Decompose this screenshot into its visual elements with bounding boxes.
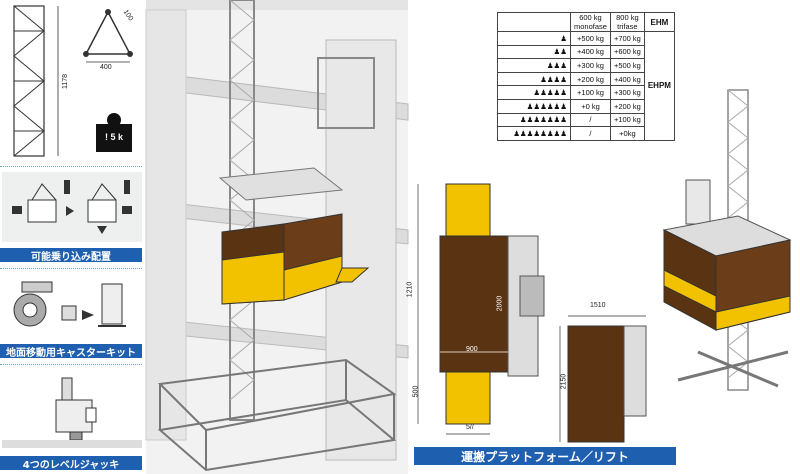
header-800-label: 800 kg: [616, 13, 639, 22]
dim-900: 900: [466, 346, 478, 353]
people-icon: ♟♟♟: [497, 58, 571, 73]
people-icon: ♟♟: [497, 44, 571, 60]
divider: [0, 364, 142, 365]
cell: +400 kg: [570, 44, 611, 60]
header-600-sub: monofase: [574, 22, 607, 31]
table-row: ♟♟♟+300 kg+500 kg: [497, 58, 675, 73]
dim-500: 500: [412, 385, 420, 398]
triangle-top-dim: 400: [100, 64, 112, 71]
cell: +600 kg: [609, 44, 645, 60]
weight-label: ! 5 k: [104, 132, 123, 142]
caption-level-jacks: 4つのレベルジャッキ: [0, 456, 142, 471]
cell: +300 kg: [570, 58, 611, 73]
table-row: ♟♟♟♟♟♟♟/+100 kg: [497, 112, 675, 128]
dim-2000: 2000: [496, 295, 504, 312]
people-icon: ♟♟♟♟♟♟♟: [497, 112, 571, 128]
cell: /: [570, 126, 611, 141]
hoist-3d-illustration: [145, 0, 409, 474]
table-corner: [497, 12, 571, 32]
dim-5: 5//: [466, 424, 474, 431]
cell: +200 kg: [609, 98, 645, 114]
caster-kit-diagram: [13, 281, 126, 327]
people-icon: ♟♟♟♟♟♟: [497, 98, 571, 114]
dim-1210: 1210: [406, 281, 414, 298]
plan-drawing: [417, 183, 647, 443]
mast-section-drawing: [13, 5, 59, 157]
cell: +500 kg: [570, 31, 611, 46]
header-800-sub: trifase: [617, 22, 638, 31]
caption-caster-kit: 地面移動用キャスターキット: [0, 344, 142, 359]
dim-2150: 2150: [560, 373, 568, 390]
boarding-diagram: [2, 172, 142, 242]
cell: +300 kg: [609, 85, 645, 100]
level-jack-diagram: [2, 377, 142, 448]
cell: +100 kg: [609, 112, 645, 128]
cell: +0kg: [609, 126, 645, 141]
cell: +700 kg: [609, 31, 645, 46]
people-icon: ♟♟♟♟♟: [497, 85, 571, 100]
weight-icon: ! 5 k: [94, 112, 134, 152]
mast-triangle-drawing: [83, 9, 133, 63]
main-title: 運搬プラットフォーム／リフト: [414, 447, 676, 465]
people-icon: ♟: [497, 31, 571, 46]
dim-1510: 1510: [590, 302, 606, 309]
people-icon: ♟♟♟♟♟♟♟♟: [497, 126, 571, 141]
header-600-label: 600 kg: [579, 13, 602, 22]
cell: +200 kg: [570, 71, 611, 87]
mast-height-dim: 1178: [62, 73, 70, 90]
caption-boarding: 可能乗り込み配置: [0, 248, 142, 263]
model-ehm: EHM: [643, 12, 675, 32]
people-icon: ♟♟♟♟: [497, 71, 571, 87]
divider: [0, 268, 142, 269]
left-panel: 1178 400 100 ! 5 k 可能乗り込み配置: [0, 0, 146, 474]
cell: /: [570, 112, 611, 128]
cell: +500 kg: [609, 58, 645, 73]
platform-3d-illustration: [662, 89, 792, 391]
table-row: ♟♟♟♟♟♟♟♟/+0kg: [497, 126, 675, 141]
cell: +0 kg: [570, 98, 611, 114]
divider: [0, 166, 142, 167]
cell: +100 kg: [570, 85, 611, 100]
model-ehpm: EHPM: [643, 31, 675, 141]
cell: +400 kg: [609, 71, 645, 87]
